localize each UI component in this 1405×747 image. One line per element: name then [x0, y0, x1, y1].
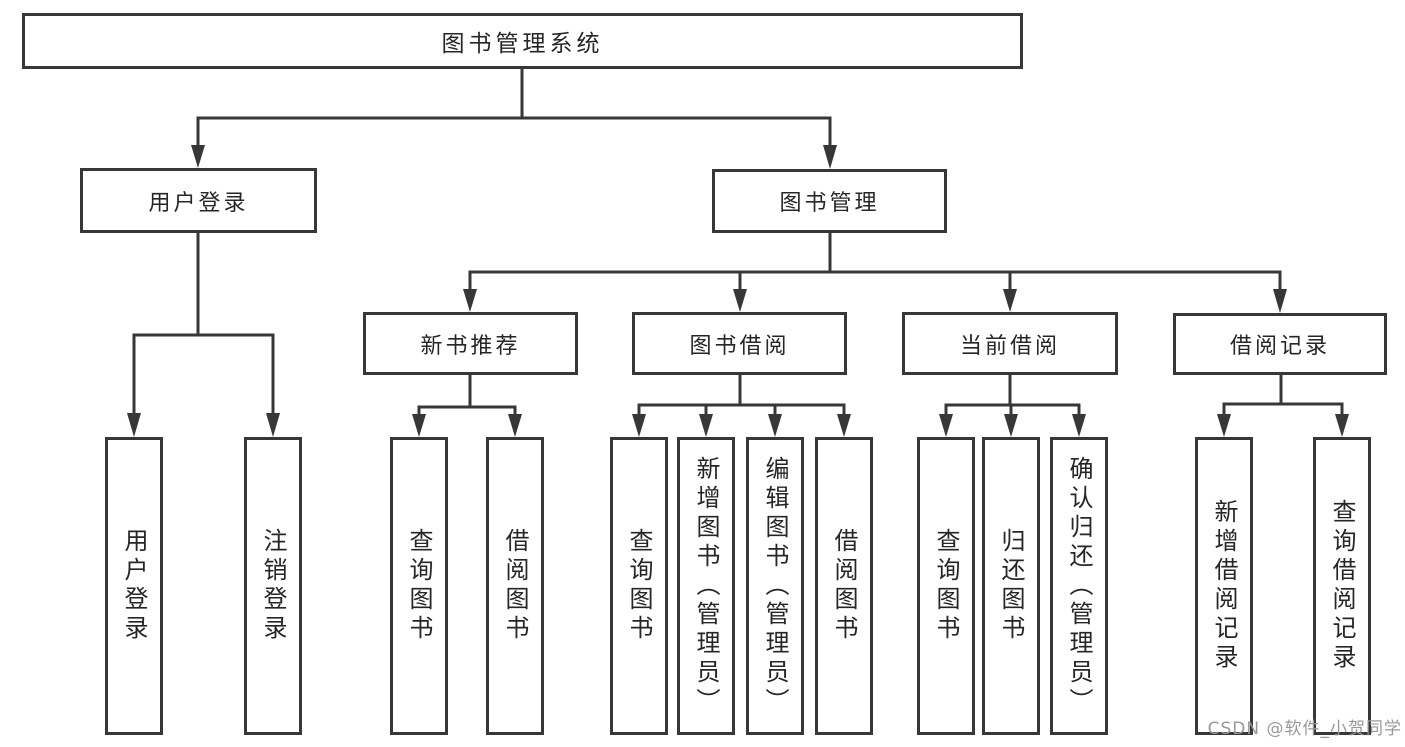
leaf-borrow-books-2: 借阅图书 — [815, 437, 873, 735]
leaf-query-borrow-record: 查询借阅记录 — [1313, 437, 1371, 735]
node-book-management: 图书管理 — [712, 169, 947, 233]
node-current-borrowing: 当前借阅 — [902, 312, 1118, 375]
leaf-confirm-return-admin-label: 确认归还（管理员） — [1065, 455, 1093, 717]
leaf-return-books-label: 归还图书 — [997, 528, 1025, 644]
leaf-query-books-1-label: 查询图书 — [405, 528, 433, 644]
leaf-borrow-books-1: 借阅图书 — [486, 437, 544, 735]
leaf-add-books-admin: 新增图书（管理员） — [677, 437, 735, 735]
leaf-query-books-3: 查询图书 — [917, 437, 975, 735]
leaf-query-borrow-record-label: 查询借阅记录 — [1328, 499, 1356, 673]
leaf-borrow-books-2-label: 借阅图书 — [830, 528, 858, 644]
leaf-add-books-admin-label: 新增图书（管理员） — [692, 455, 720, 717]
leaf-user-login-label: 用户登录 — [120, 528, 148, 644]
leaf-logout: 注销登录 — [244, 437, 302, 735]
node-new-book-recommendation: 新书推荐 — [363, 312, 578, 375]
leaf-edit-books-admin-label: 编辑图书（管理员） — [761, 455, 789, 717]
node-library-management-system: 图书管理系统 — [22, 13, 1023, 69]
leaf-query-books-2-label: 查询图书 — [625, 528, 653, 644]
leaf-borrow-books-1-label: 借阅图书 — [501, 528, 529, 644]
node-borrowing-records: 借阅记录 — [1173, 313, 1387, 375]
leaf-add-borrow-record: 新增借阅记录 — [1195, 437, 1253, 735]
leaf-confirm-return-admin: 确认归还（管理员） — [1050, 437, 1108, 735]
leaf-query-books-1: 查询图书 — [390, 437, 448, 735]
node-book-borrowing: 图书借阅 — [632, 312, 847, 375]
leaf-query-books-2: 查询图书 — [610, 437, 668, 735]
leaf-user-login: 用户登录 — [105, 437, 163, 735]
leaf-edit-books-admin: 编辑图书（管理员） — [746, 437, 804, 735]
csdn-watermark: CSDN @软件_小贺同学 — [1207, 719, 1402, 739]
leaf-logout-label: 注销登录 — [259, 528, 287, 644]
leaf-query-books-3-label: 查询图书 — [932, 528, 960, 644]
node-user-login: 用户登录 — [80, 168, 317, 233]
leaf-add-borrow-record-label: 新增借阅记录 — [1210, 499, 1238, 673]
leaf-return-books: 归还图书 — [982, 437, 1040, 735]
